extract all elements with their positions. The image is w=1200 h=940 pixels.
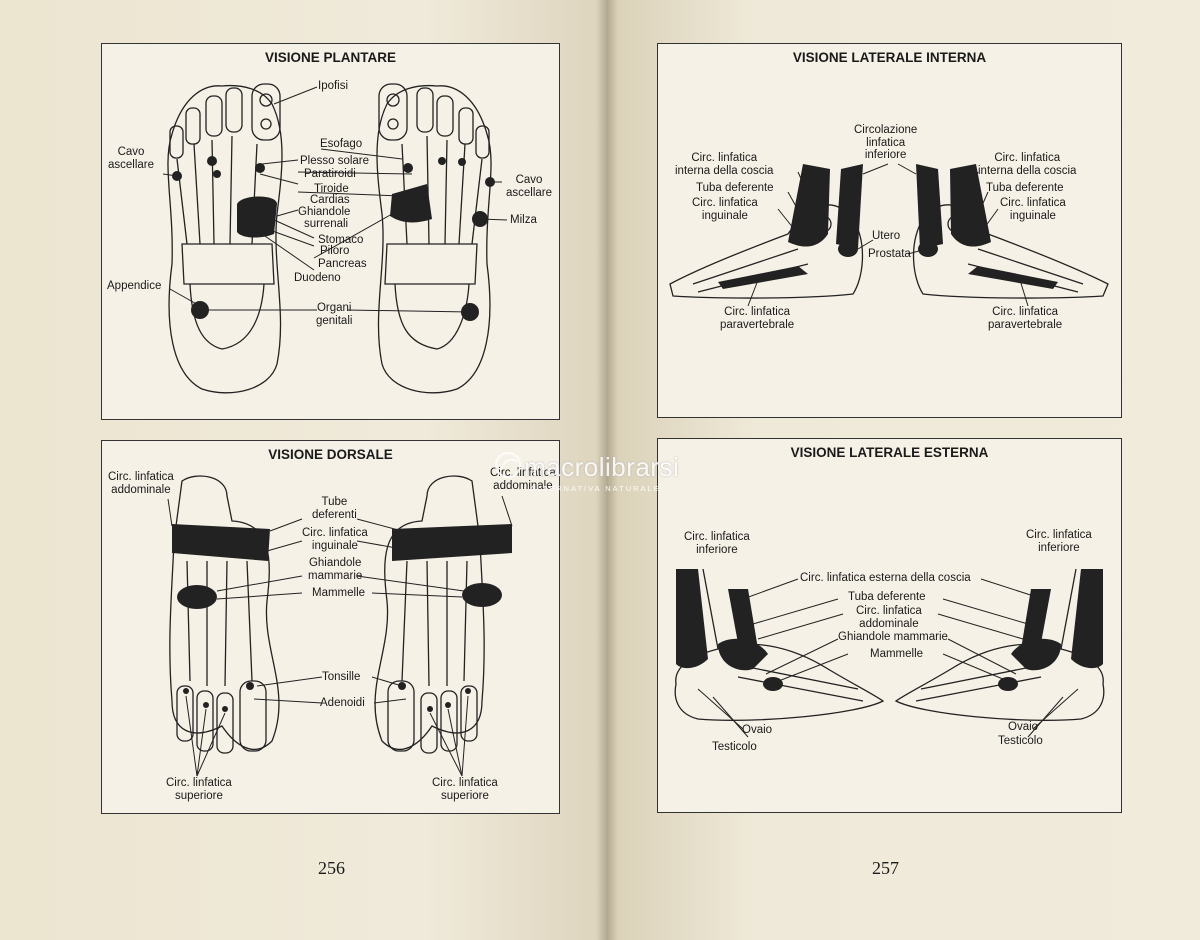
medial-feet-illustration: [658, 44, 1121, 417]
panel-title: VISIONE LATERALE ESTERNA: [790, 445, 989, 460]
label-tuba-deferente-right: Tuba deferente: [986, 182, 1064, 194]
label-tube-deferenti: Tube deferenti: [312, 496, 357, 521]
label-ghiandole-mammarie: Ghiandole mammarie: [838, 631, 948, 643]
label-adenoidi: Adenoidi: [320, 697, 365, 709]
label-testicolo-left: Testicolo: [712, 741, 757, 753]
label-plesso-solare: Plesso solare: [300, 155, 370, 167]
label-cavo-ascellare-left: Cavo ascellare: [108, 146, 155, 171]
label-mammelle: Mammelle: [312, 587, 366, 599]
plantar-feet-illustration: [102, 44, 559, 419]
watermark-brand: macrolibrarsi: [524, 452, 680, 482]
label-ovaio-right: Ovaio: [1008, 721, 1039, 733]
label-inferiore-right: Circ. linfatica inferiore: [1026, 529, 1092, 554]
label-inguinale-right: Circ. linfatica inguinale: [1000, 197, 1066, 222]
page-number-left: 256: [318, 858, 345, 878]
label-milza: Milza: [510, 214, 537, 226]
label-prostata: Prostata: [868, 248, 911, 260]
label-inguinale: Circ. linfatica inguinale: [302, 527, 368, 552]
label-surrenali: surrenali: [304, 218, 349, 230]
label-stomaco: Stomaco: [318, 234, 364, 246]
label-pancreas: Pancreas: [318, 258, 367, 270]
label-ovaio-left: Ovaio: [742, 724, 773, 736]
page-number-right: 257: [872, 858, 899, 878]
label-ghiandole-mammarie: Ghiandole mammarie: [308, 557, 363, 582]
label-inguinale-left: Circ. linfatica inguinale: [692, 197, 758, 222]
label-addominale-left: Circ. linfatica addominale: [108, 471, 174, 496]
label-interna-coscia-right: Circ. linfatica interna della coscia: [978, 152, 1077, 177]
label-esofago: Esofago: [320, 138, 363, 150]
panel-lateral-view: VISIONE LATERALE ESTERNA: [657, 438, 1122, 813]
panel-dorsal-view: VISIONE DORSALE: [101, 440, 560, 814]
watermark-tagline: ALTERNATIVA NATURALE: [530, 484, 661, 493]
label-tiroide: Tiroide: [314, 183, 349, 195]
label-ipofisi: Ipofisi: [318, 80, 349, 92]
label-cavo-ascellare-right: Cavo ascellare: [506, 174, 553, 199]
panel-title: VISIONE PLANTARE: [264, 50, 396, 65]
label-tuba-deferente: Tuba deferente: [848, 591, 926, 603]
label-duodeno: Duodeno: [294, 272, 341, 284]
label-superiore-left: Circ. linfatica superiore: [166, 777, 232, 802]
label-esterna-coscia: Circ. linfatica esterna della coscia: [800, 572, 971, 584]
label-cardias: Cardias: [310, 194, 350, 206]
label-inferiore-left: Circ. linfatica inferiore: [684, 531, 750, 556]
label-tuba-deferente-left: Tuba deferente: [696, 182, 774, 194]
label-utero: Utero: [872, 230, 901, 242]
label-testicolo-right: Testicolo: [998, 735, 1043, 747]
lateral-feet-illustration: [658, 439, 1121, 812]
label-paravertebrale-left: Circ. linfatica paravertebrale: [720, 306, 795, 331]
label-organi-genitali: Organi genitali: [316, 302, 353, 327]
label-piloro: Piloro: [320, 245, 350, 257]
macrolibrarsi-logo-icon: [493, 450, 523, 480]
panel-title: VISIONE DORSALE: [268, 447, 393, 462]
panel-medial-view: VISIONE LATERALE INTERNA: [657, 43, 1122, 418]
label-superiore-right: Circ. linfatica superiore: [432, 777, 498, 802]
dorsal-feet-illustration: [102, 441, 559, 813]
label-appendice: Appendice: [107, 280, 162, 292]
label-paravertebrale-right: Circ. linfatica paravertebrale: [988, 306, 1063, 331]
label-ghiandole: Ghiandole: [298, 206, 351, 218]
label-paratiroidi: Paratiroidi: [304, 168, 356, 180]
label-mammelle: Mammelle: [870, 648, 924, 660]
label-circolazione-linfatica-inferiore: Circolazione linfatica inferiore: [854, 124, 918, 161]
label-tonsille: Tonsille: [322, 671, 361, 683]
book-gutter: [596, 0, 618, 940]
label-interna-coscia-left: Circ. linfatica interna della coscia: [675, 152, 774, 177]
panel-title: VISIONE LATERALE INTERNA: [792, 50, 987, 65]
panel-plantar-view: VISIONE PLANTARE: [101, 43, 560, 420]
label-addominale: Circ. linfatica addominale: [856, 605, 922, 630]
